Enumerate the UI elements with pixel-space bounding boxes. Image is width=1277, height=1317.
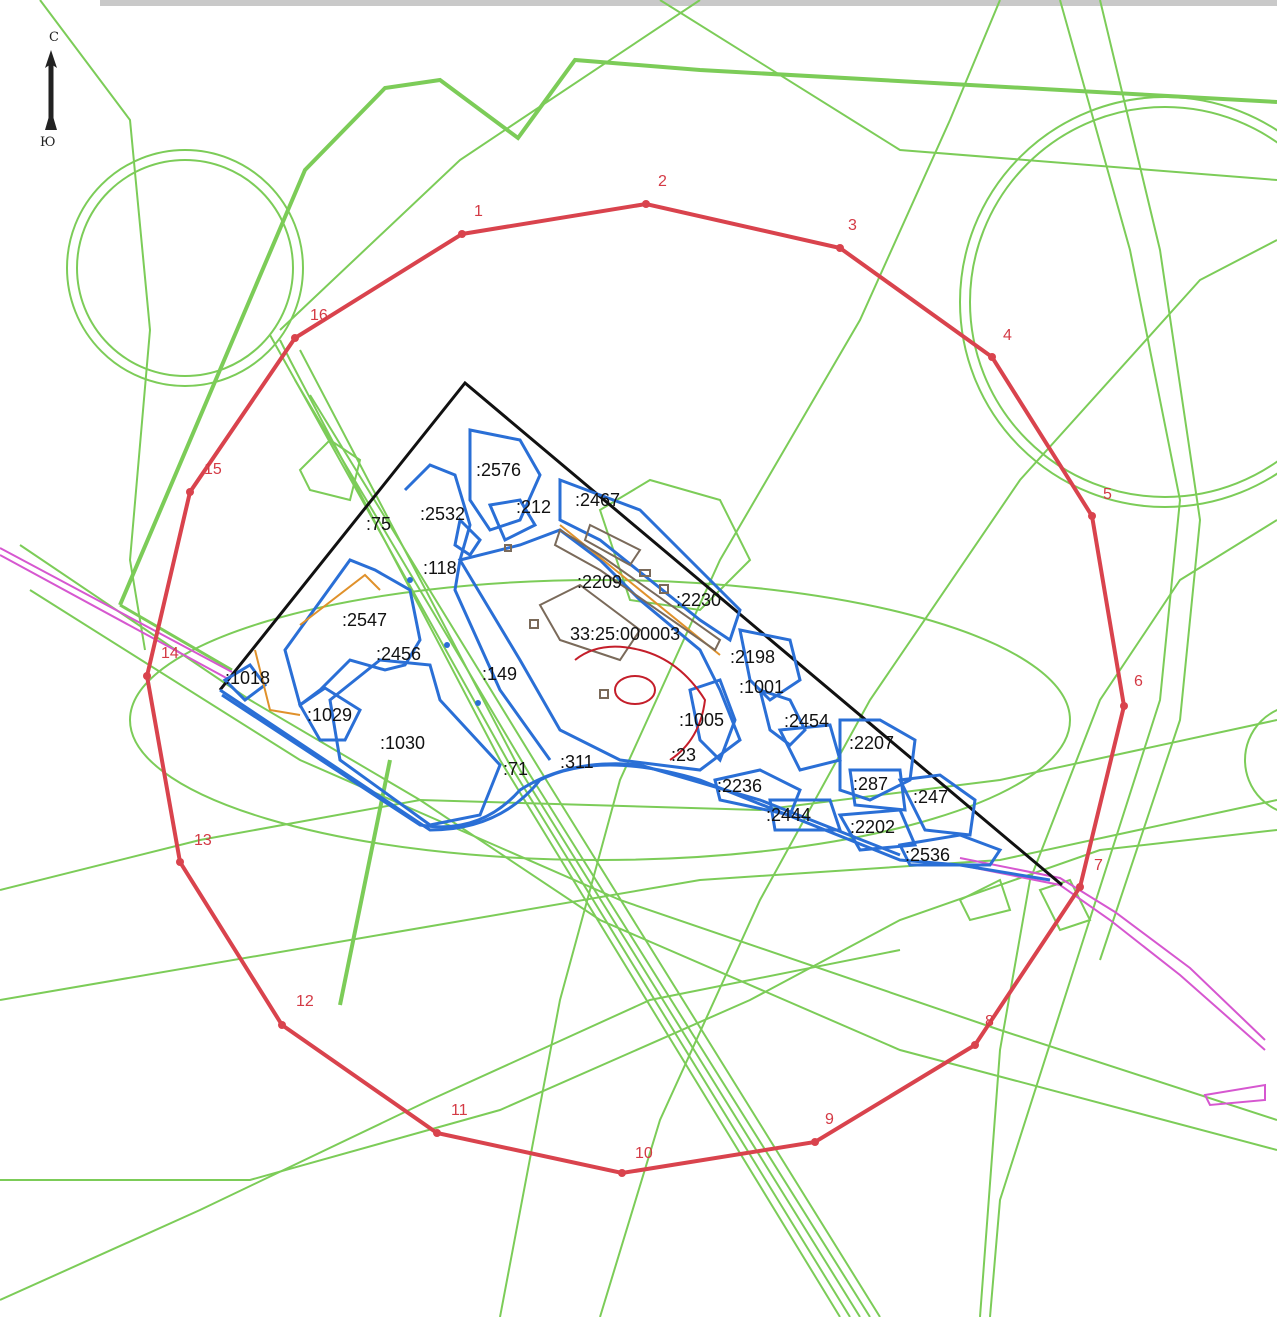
- parcel-label-212: :212: [516, 497, 551, 517]
- parcel-label-149: :149: [482, 664, 517, 684]
- scan-top-border: [100, 0, 1277, 6]
- parcel-label-1029: :1029: [307, 705, 352, 725]
- zone-vertices: [143, 200, 1128, 1177]
- green-thick-polyline: [118, 57, 1277, 606]
- parcel-label-2576: :2576: [476, 460, 521, 480]
- vertex-label-10: 10: [635, 1145, 653, 1162]
- road-lines: [0, 547, 1266, 1107]
- parcel-label-75: :75: [366, 514, 391, 534]
- vertex-label-13: 13: [194, 832, 212, 849]
- parcel-label-2444: :2444: [766, 805, 811, 825]
- vertex-label-3: 3: [848, 217, 857, 234]
- parcel-label-2236: :2236: [717, 776, 762, 796]
- parcel-label-2547: :2547: [342, 610, 387, 630]
- parcel-label-2230: :2230: [676, 590, 721, 610]
- green-circle-left-inner: [76, 159, 294, 377]
- compass-north-label: С: [49, 30, 59, 45]
- compass-south-label: Ю: [40, 135, 56, 150]
- parcel-label-1001: :1001: [739, 677, 784, 697]
- vertex-label-9: 9: [825, 1111, 834, 1128]
- zone-boundary: [144, 201, 1127, 1176]
- vertex-label-12: 12: [296, 993, 314, 1010]
- parcel-label-1030: :1030: [380, 733, 425, 753]
- green-circle-right-inner: [969, 106, 1277, 498]
- parcel-label-71: :71: [503, 759, 528, 779]
- vertex-label-16: 16: [310, 307, 328, 324]
- vertex-label-7: 7: [1094, 857, 1103, 874]
- green-ellipse: [129, 579, 1071, 861]
- vertex-label-8: 8: [985, 1013, 994, 1030]
- parcel-label-1018: :1018: [225, 668, 270, 688]
- red-marks: [574, 645, 707, 761]
- parcel-label-287: :287: [853, 774, 888, 794]
- parcel-points: [407, 577, 481, 706]
- parcel-label-2467: :2467: [575, 490, 620, 510]
- vertex-label-5: 5: [1103, 486, 1112, 503]
- compass-arrow-icon: [45, 50, 57, 130]
- parcel-label-118: :118: [423, 558, 457, 578]
- parcel-label-2536: :2536: [905, 845, 950, 865]
- zone-vertex-labels: 1 2 3 4 5 6 7 8 9 10 11 12 13 14 15 16: [161, 173, 1143, 1162]
- parcel-label-23: :23: [671, 745, 696, 765]
- block-label: 33:25:000003: [570, 624, 680, 644]
- parcel-label-247: :247: [913, 787, 948, 807]
- parcel-labels: :2576 :2532 :212 :2467 :75 :118 :2209 :2…: [225, 460, 950, 865]
- vertex-label-1: 1: [474, 203, 483, 220]
- buildings: [504, 523, 722, 699]
- parcel-label-2532: :2532: [420, 504, 465, 524]
- parcel-label-2198: :2198: [730, 647, 775, 667]
- vertex-label-6: 6: [1134, 673, 1143, 690]
- north-arrow: С Ю: [36, 30, 66, 160]
- parcel-label-2202: :2202: [850, 817, 895, 837]
- parcel-label-2454: :2454: [784, 711, 829, 731]
- vertex-label-4: 4: [1003, 327, 1012, 344]
- parcel-outlines: [219, 428, 1051, 882]
- parcel-label-2209: :2209: [577, 572, 622, 592]
- green-circle-left-outer: [66, 149, 304, 387]
- green-circle-edge: [1244, 708, 1277, 812]
- vertex-label-11: 11: [451, 1102, 468, 1119]
- parcel-label-311: :311: [560, 752, 594, 772]
- parcel-label-2456: :2456: [376, 644, 421, 664]
- parcel-label-2207: :2207: [849, 733, 894, 753]
- vertex-label-2: 2: [658, 173, 667, 190]
- vertex-label-14: 14: [161, 645, 179, 662]
- block-outline: [218, 380, 1063, 887]
- vertex-label-15: 15: [204, 461, 222, 478]
- parcel-label-1005: :1005: [679, 710, 724, 730]
